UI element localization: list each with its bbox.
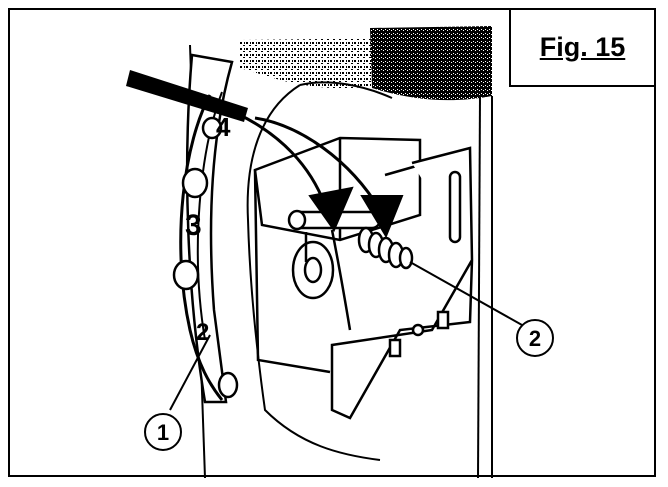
arrowheads <box>308 186 404 239</box>
dial-digit-3: 3 <box>185 209 202 242</box>
rotary-dial: 4 3 2 <box>172 53 239 404</box>
cabinet-outline <box>189 44 493 479</box>
dial-digit-2: 2 <box>196 319 209 346</box>
callout-2-number: 2 <box>529 326 541 351</box>
figure-label: Fig. 15 <box>539 32 626 62</box>
lever-wire <box>330 229 352 331</box>
front-plate <box>330 146 474 420</box>
spring <box>357 226 414 270</box>
direction-arrows <box>239 113 382 211</box>
callout-2: 2 <box>409 261 554 357</box>
callout-1-number: 1 <box>157 420 169 445</box>
figure-label-box: Fig. 15 <box>509 8 656 87</box>
dial-digit-4: 4 <box>216 112 231 142</box>
wall-texture <box>240 26 492 101</box>
pointer-strap <box>126 70 248 122</box>
callout-1: 1 <box>144 334 211 451</box>
